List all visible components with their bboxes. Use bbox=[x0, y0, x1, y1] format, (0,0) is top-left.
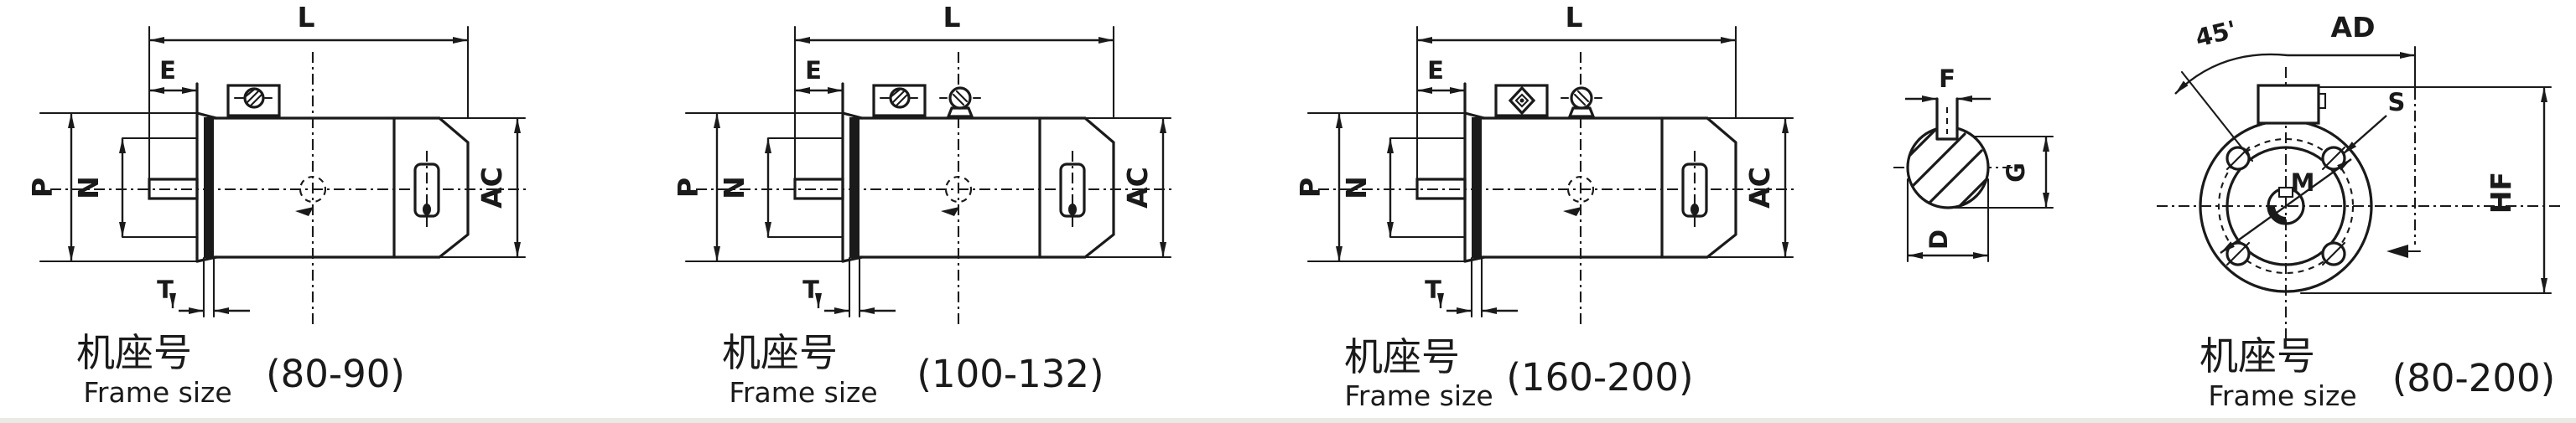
dim-label-T: T bbox=[1425, 276, 1441, 304]
caption-english: Frame size bbox=[729, 376, 877, 409]
bolt-circle bbox=[2217, 137, 2355, 275]
caption-range: (160-200) bbox=[1506, 355, 1693, 400]
caption-english: Frame size bbox=[1344, 379, 1493, 412]
dim-label-L: L bbox=[943, 1, 960, 34]
side-view-160-200: L E P N AC T 机座号 Frame size (160-200) bbox=[1294, 1, 1796, 412]
caption-range: (80-200) bbox=[2392, 356, 2556, 400]
dim-label-L: L bbox=[1565, 1, 1582, 34]
dim-label-G: G bbox=[2002, 162, 2030, 183]
side-view-100-132: L E P N AC T 机座号 Frame size (100-132) bbox=[672, 1, 1174, 409]
dim-label-HF: HF bbox=[2485, 172, 2517, 214]
dim-label-P: P bbox=[1294, 178, 1327, 198]
dim-label-M: M bbox=[2291, 168, 2315, 197]
shaft-cross-section: F G D bbox=[1893, 64, 2054, 263]
caption-chinese: 机座号 bbox=[1344, 334, 1460, 379]
dim-label-F: F bbox=[1939, 64, 1955, 93]
dim-label-P: P bbox=[26, 178, 59, 198]
dim-label-N: N bbox=[1340, 176, 1373, 199]
dim-label-T: T bbox=[802, 276, 819, 304]
caption-range: (80-90) bbox=[266, 352, 405, 396]
dim-label-AC: AC bbox=[1743, 167, 1776, 209]
caption-english: Frame size bbox=[83, 376, 231, 409]
scan-edge-artifact bbox=[0, 418, 2576, 423]
flange-end-view: M S 45' AD HF 机座号 Frame size (80-200) bbox=[2157, 11, 2562, 412]
dim-label-E: E bbox=[1427, 56, 1444, 85]
dim-label-E: E bbox=[159, 56, 176, 85]
caption-english: Frame size bbox=[2208, 379, 2356, 412]
caption-range: (100-132) bbox=[917, 352, 1104, 396]
caption-chinese: 机座号 bbox=[76, 330, 192, 375]
terminal-box bbox=[2257, 84, 2320, 125]
dim-label-E: E bbox=[805, 56, 822, 85]
dim-label-N: N bbox=[718, 176, 750, 199]
side-view-80-90: L E P N AC T 机座号 Frame size (80-90) bbox=[26, 1, 528, 409]
caption-chinese: 机座号 bbox=[722, 330, 838, 375]
dim-label-AD: AD bbox=[2331, 11, 2376, 44]
dim-label-L: L bbox=[297, 1, 314, 34]
dim-label-T: T bbox=[157, 276, 174, 304]
dim-label-D: D bbox=[1924, 230, 1953, 250]
dim-label-P: P bbox=[672, 178, 704, 198]
dim-label-45deg: 45' bbox=[2193, 15, 2240, 53]
dim-label-S: S bbox=[2388, 88, 2406, 116]
dim-label-AC: AC bbox=[1121, 167, 1154, 209]
caption-chinese: 机座号 bbox=[2199, 333, 2315, 379]
dim-label-N: N bbox=[72, 176, 105, 199]
dim-label-AC: AC bbox=[475, 167, 508, 209]
